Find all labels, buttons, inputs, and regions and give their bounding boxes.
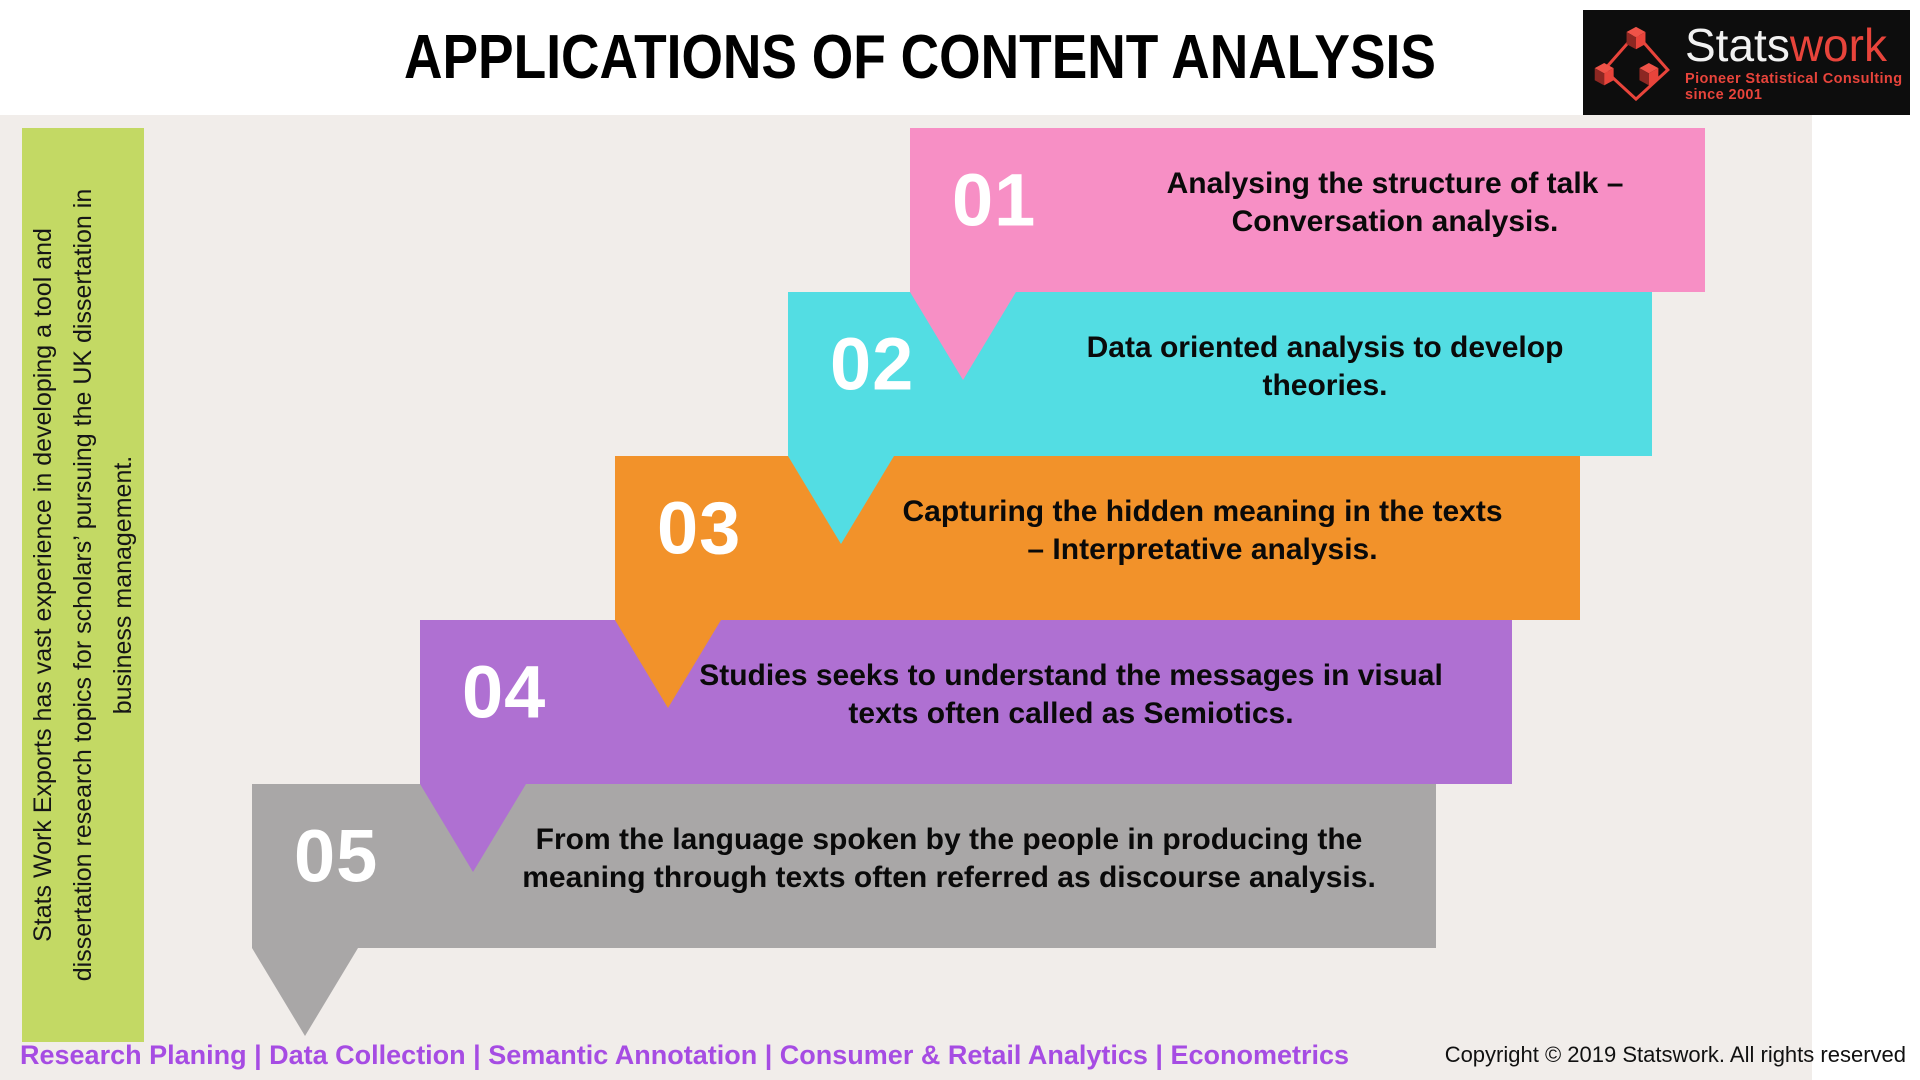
step-number: 04 — [462, 650, 547, 734]
step-05-banner: 05 From the language spoken by the peopl… — [252, 784, 1436, 1036]
pointer-tail — [420, 784, 526, 872]
pointer-tail — [788, 456, 894, 544]
step-text: Analysing the structure of talk – Conver… — [1166, 167, 1624, 238]
logo-text: Statswork Pioneer Statistical Consulting… — [1685, 22, 1910, 103]
footer-copyright: Copyright © 2019 Statswork. All rights r… — [1444, 1042, 1906, 1067]
step-number: 03 — [657, 486, 742, 570]
statswork-logo: Statswork Pioneer Statistical Consulting… — [1583, 10, 1910, 115]
pointer-tail — [252, 948, 358, 1036]
pointer-tail — [615, 620, 721, 708]
cubes-network-icon — [1594, 26, 1670, 101]
sidebar-line: business management. — [109, 455, 137, 715]
logo-stats: Stats — [1685, 19, 1790, 71]
step-text: Studies seeks to understand the messages… — [699, 659, 1443, 730]
pointer-tail — [910, 292, 1016, 380]
step-text: Data oriented analysis to develop theori… — [1086, 331, 1564, 402]
step-04-banner: 04 Studies seeks to understand the messa… — [420, 620, 1512, 872]
logo-work: work — [1789, 19, 1887, 71]
step-number: 02 — [830, 322, 915, 406]
step-number: 05 — [294, 814, 379, 898]
step-03-banner: 03 Capturing the hidden meaning in the t… — [615, 456, 1580, 708]
step-01-banner: 01 Analysing the structure of talk – Con… — [910, 128, 1705, 380]
step-number: 01 — [952, 158, 1037, 242]
sidebar-line: dissertation research topics for scholar… — [69, 188, 97, 982]
sidebar-line: Stats Work Exports has vast experience i… — [29, 228, 57, 942]
footer: Research Planing | Data Collection | Sem… — [0, 1036, 1920, 1080]
page-title: APPLICATIONS OF CONTENT ANALYSIS — [404, 23, 1436, 92]
logo-tagline: Pioneer Statistical Consulting since 200… — [1685, 71, 1903, 103]
sidebar-rotated-text: Stats Work Exports has vast experience i… — [22, 128, 144, 1042]
logo-wordmark: Statswork — [1685, 22, 1887, 68]
step-text: From the language spoken by the people i… — [522, 823, 1376, 894]
footer-services: Research Planing | Data Collection | Sem… — [20, 1039, 1350, 1070]
step-text: Capturing the hidden meaning in the text… — [902, 495, 1503, 566]
sidebar-note: Stats Work Exports has vast experience i… — [22, 128, 144, 1042]
header: APPLICATIONS OF CONTENT ANALYSIS — [0, 0, 1840, 115]
